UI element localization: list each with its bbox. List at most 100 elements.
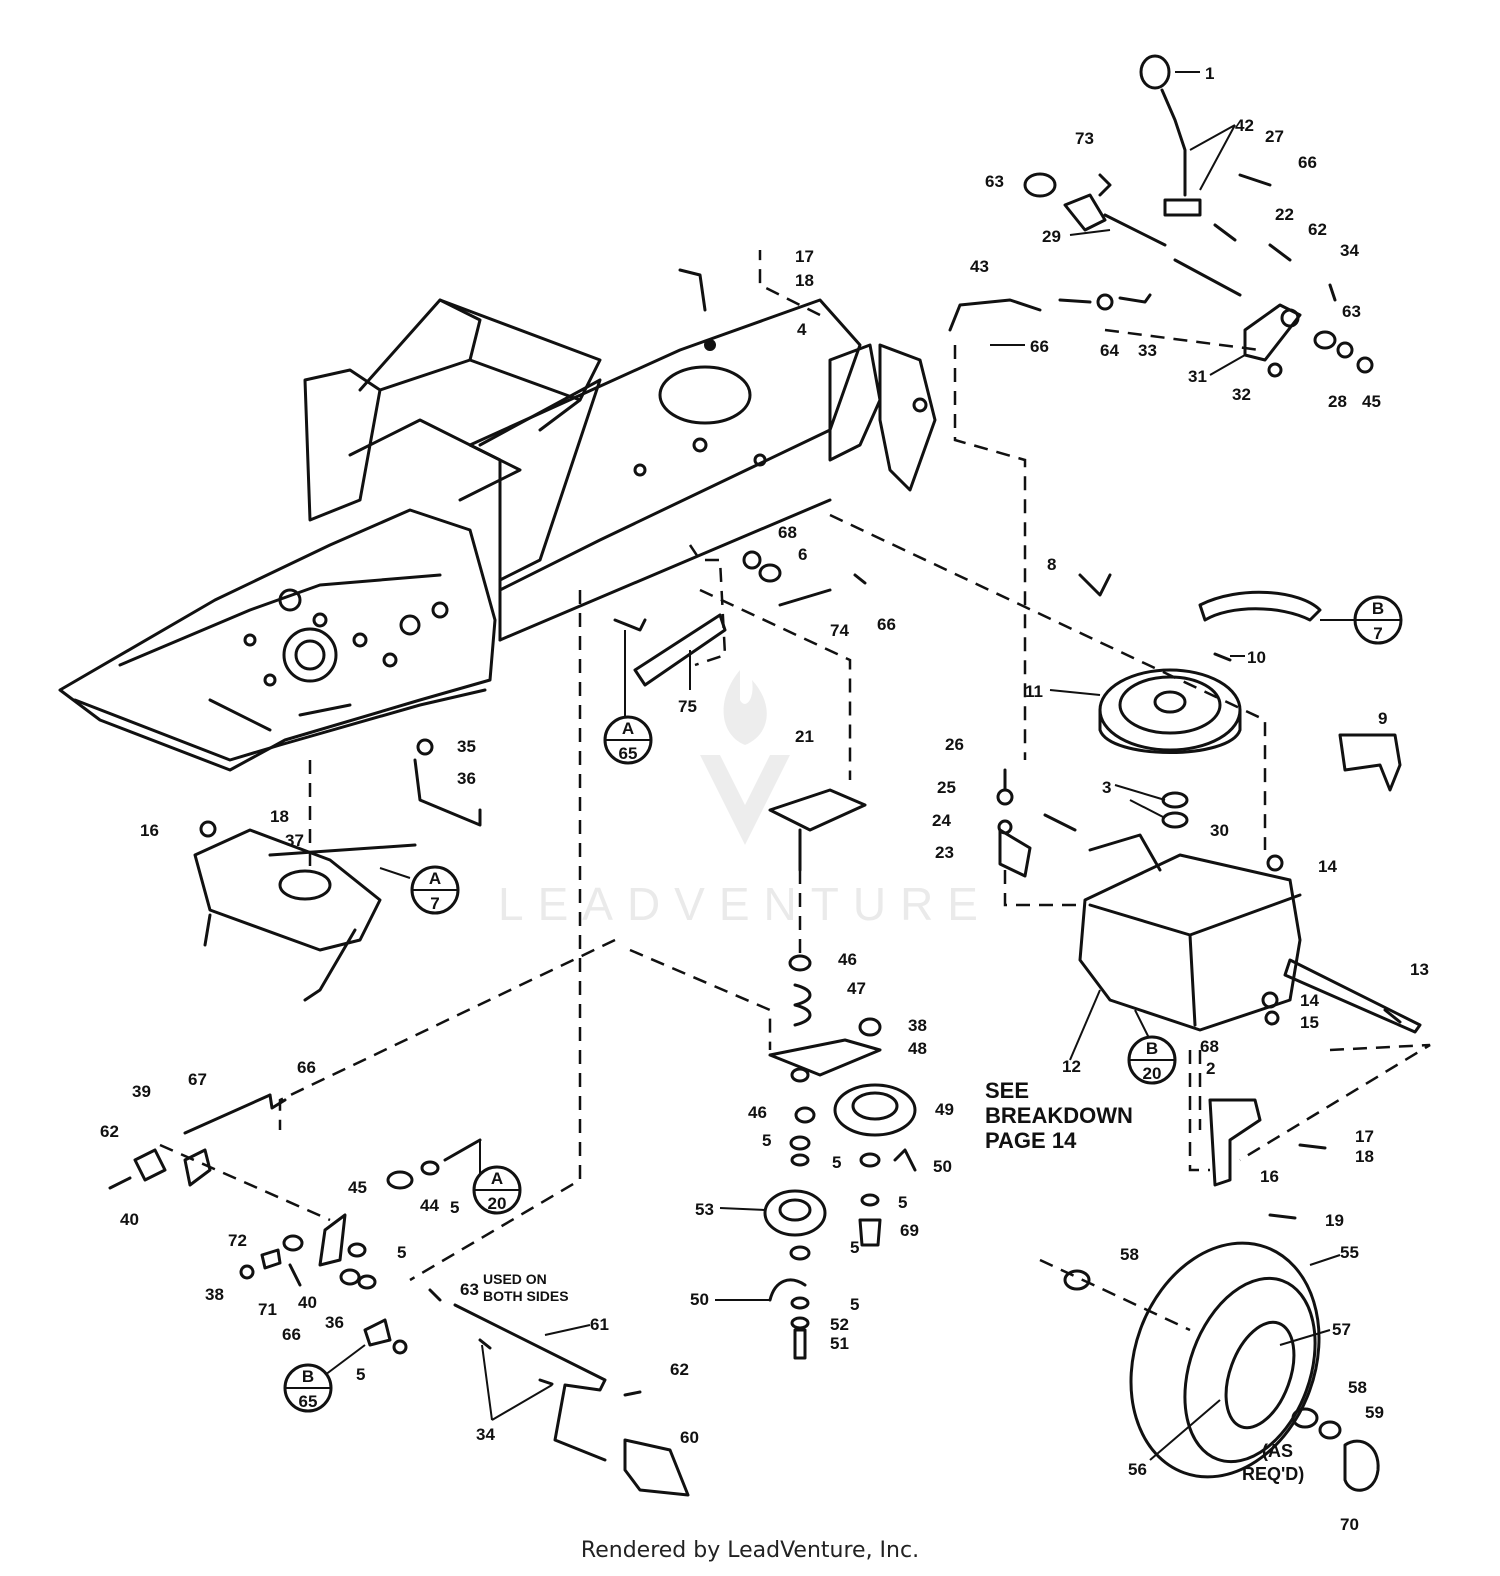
reference-a-20: A 20 <box>472 1165 522 1215</box>
rear-wheel <box>1063 1241 1380 1492</box>
callout-5-b: 5 <box>832 1153 841 1172</box>
callout-8: 8 <box>1047 555 1056 574</box>
callout-17-a: 17 <box>795 247 814 266</box>
callout-31: 31 <box>1188 367 1207 386</box>
callout-62-c: 62 <box>670 1360 689 1379</box>
reference-a-7: A 7 <box>410 865 460 915</box>
callout-9: 9 <box>1378 709 1387 728</box>
callout-12: 12 <box>1062 1057 1081 1076</box>
callout-16-b: 16 <box>1260 1167 1279 1186</box>
used-on-line2: BOTH SIDES <box>483 1288 569 1304</box>
svg-text:7: 7 <box>1373 624 1382 643</box>
callout-42: 42 <box>1235 116 1254 135</box>
callout-15: 15 <box>1300 1013 1319 1032</box>
callout-29: 29 <box>1042 227 1061 246</box>
callout-66-d: 66 <box>297 1058 316 1077</box>
callout-58-a: 58 <box>1120 1245 1139 1264</box>
callout-63-c: 63 <box>460 1280 479 1299</box>
callout-18-b: 18 <box>270 807 289 826</box>
svg-text:A: A <box>429 869 441 888</box>
callout-5-a: 5 <box>762 1131 771 1150</box>
see-breakdown-line3: PAGE 14 <box>985 1128 1077 1153</box>
callout-75: 75 <box>678 697 697 716</box>
callout-36-b: 36 <box>325 1313 344 1332</box>
callout-45-a: 45 <box>1362 392 1381 411</box>
callout-57: 57 <box>1332 1320 1351 1339</box>
callout-51: 51 <box>830 1334 849 1353</box>
svg-text:B: B <box>1372 599 1384 618</box>
callout-10: 10 <box>1247 648 1266 667</box>
callout-36-a: 36 <box>457 769 476 788</box>
callout-66-b: 66 <box>1030 337 1049 356</box>
watermark-logo-icon <box>700 755 790 845</box>
callout-74: 74 <box>830 621 849 640</box>
callout-28-a: 28 <box>1328 392 1347 411</box>
see-breakdown-line2: BREAKDOWN <box>985 1103 1133 1128</box>
svg-text:65: 65 <box>299 1392 318 1411</box>
callout-68-a: 68 <box>778 523 797 542</box>
callout-58-b: 58 <box>1348 1378 1367 1397</box>
callout-44: 44 <box>420 1196 439 1215</box>
callout-37: 37 <box>285 831 304 850</box>
callout-19: 19 <box>1325 1211 1344 1230</box>
callout-62-a: 62 <box>1308 220 1327 239</box>
callout-50-a: 50 <box>933 1157 952 1176</box>
dashed-leaders <box>159 250 1431 1332</box>
callout-6: 6 <box>798 545 807 564</box>
callout-14-b: 14 <box>1300 991 1319 1010</box>
callout-24: 24 <box>932 811 951 830</box>
svg-text:20: 20 <box>488 1194 507 1213</box>
callout-5-h: 5 <box>850 1238 859 1257</box>
reference-b-20: B 20 <box>1127 1035 1177 1085</box>
callout-5-f: 5 <box>356 1365 365 1384</box>
svg-text:A: A <box>622 719 634 738</box>
callout-40-b: 40 <box>298 1293 317 1312</box>
reference-circles: B 7 A 65 A 7 B 20 A 20 <box>283 595 1403 1413</box>
callout-60: 60 <box>680 1428 699 1447</box>
shifter-assembly <box>948 54 1374 378</box>
callout-70: 70 <box>1340 1515 1359 1534</box>
callout-49: 49 <box>935 1100 954 1119</box>
callout-21: 21 <box>795 727 814 746</box>
callout-5-g: 5 <box>850 1295 859 1314</box>
reference-b-7-top: B 7 <box>1353 595 1403 645</box>
reference-a-65: A 65 <box>603 715 653 765</box>
callout-17-b: 17 <box>1355 1127 1374 1146</box>
callout-1: 1 <box>1205 64 1214 83</box>
callout-55: 55 <box>1340 1243 1359 1262</box>
callout-71: 71 <box>258 1300 277 1319</box>
callout-40-a: 40 <box>120 1210 139 1229</box>
callout-48: 48 <box>908 1039 927 1058</box>
callout-18-a: 18 <box>795 271 814 290</box>
callout-52: 52 <box>830 1315 849 1334</box>
svg-text:7: 7 <box>430 894 439 913</box>
callout-33: 33 <box>1138 341 1157 360</box>
callout-73: 73 <box>1075 129 1094 148</box>
callout-35: 35 <box>457 737 476 756</box>
callout-2: 2 <box>1206 1059 1215 1078</box>
callout-5-d: 5 <box>450 1198 459 1217</box>
callout-38-a: 38 <box>908 1016 927 1035</box>
callout-11: 11 <box>1025 682 1043 701</box>
callout-53: 53 <box>695 1200 714 1219</box>
brake-pedal-assembly <box>108 1093 690 1497</box>
as-reqd-line1: (AS <box>1262 1441 1293 1461</box>
callout-26: 26 <box>945 735 964 754</box>
pulley-assemblies <box>193 550 917 1360</box>
callout-32: 32 <box>1232 385 1251 404</box>
callout-66-e: 66 <box>282 1325 301 1344</box>
chassis-frame <box>58 268 937 772</box>
callout-46-b: 46 <box>748 1103 767 1122</box>
callout-23: 23 <box>935 843 954 862</box>
callout-64: 64 <box>1100 341 1119 360</box>
callout-69: 69 <box>900 1221 919 1240</box>
svg-text:B: B <box>302 1367 314 1386</box>
callout-labels: 1 42 27 73 66 63 22 29 62 34 17 18 43 64… <box>100 64 1429 1534</box>
callout-22: 22 <box>1275 205 1294 224</box>
callout-50-b: 50 <box>690 1290 709 1309</box>
callout-56: 56 <box>1128 1460 1147 1479</box>
reference-b-65: B 65 <box>283 1363 333 1413</box>
used-on-line1: USED ON <box>483 1271 547 1287</box>
callout-45-b: 45 <box>348 1178 367 1197</box>
